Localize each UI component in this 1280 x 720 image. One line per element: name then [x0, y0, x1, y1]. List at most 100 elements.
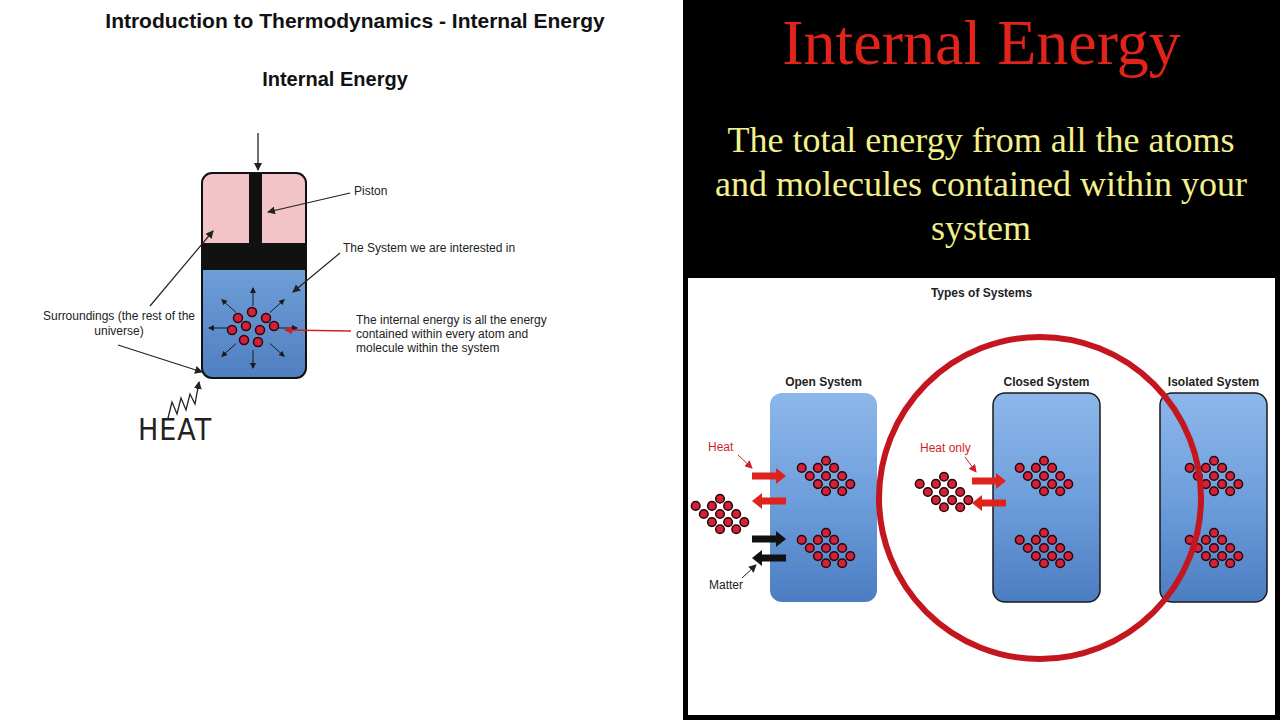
molecule — [822, 559, 831, 568]
molecule — [948, 496, 957, 505]
molecule — [1056, 487, 1065, 496]
molecule — [1032, 480, 1041, 489]
molecule — [1015, 536, 1024, 545]
molecule — [1064, 480, 1073, 489]
molecule — [1056, 559, 1065, 568]
molecule — [716, 494, 725, 503]
molecule — [1210, 559, 1219, 568]
flow-label: Heat only — [920, 441, 990, 455]
molecule — [228, 326, 237, 335]
molecule — [940, 472, 949, 481]
part-label: Surroundings (the rest of the universe) — [40, 309, 198, 339]
molecule — [1040, 456, 1049, 465]
molecule — [1064, 552, 1073, 561]
flow-arrow — [752, 493, 786, 509]
molecule — [1032, 552, 1041, 561]
molecule — [262, 314, 271, 323]
molecule — [1032, 464, 1041, 473]
molecule — [838, 559, 847, 568]
system-heading: Isolated System — [1150, 375, 1277, 389]
leader-lines — [118, 193, 351, 418]
molecule — [256, 326, 265, 335]
molecule — [915, 480, 924, 489]
molecule — [822, 528, 831, 537]
title-panel: Internal EnergyThe total energy from all… — [683, 0, 1280, 720]
flow-arrow — [752, 468, 786, 484]
panel-heading: Types of Systems — [688, 286, 1275, 300]
system-heading: Open System — [760, 375, 887, 389]
molecule — [830, 552, 839, 561]
molecule — [932, 480, 941, 489]
part-label: Piston — [354, 184, 434, 198]
molecules — [209, 288, 297, 368]
molecule — [691, 502, 700, 511]
molecule — [1056, 544, 1065, 553]
motion-arrow — [270, 344, 284, 357]
molecule — [806, 472, 815, 481]
system-art — [691, 455, 1242, 578]
flow-arrow — [972, 495, 1006, 511]
molecule — [1015, 464, 1024, 473]
highlight-circle — [879, 337, 1201, 659]
motion-arrow — [209, 328, 229, 329]
molecule — [797, 536, 806, 545]
molecule — [1040, 559, 1049, 568]
molecule — [822, 487, 831, 496]
motion-arrow — [222, 344, 236, 357]
molecule — [1226, 544, 1235, 553]
molecule — [964, 496, 973, 505]
flow-label: Heat — [708, 440, 748, 454]
molecule — [830, 464, 839, 473]
molecule — [1234, 480, 1243, 489]
white-panel — [0, 0, 683, 720]
callout-note: The internal energy is all the energy co… — [356, 313, 571, 355]
molecule — [248, 308, 257, 317]
motion-arrow — [277, 328, 297, 329]
molecule — [1210, 472, 1219, 481]
system-box: Isolated System — [1150, 371, 1277, 603]
molecule — [1202, 536, 1211, 545]
molecule — [732, 525, 741, 534]
molecule — [1048, 536, 1057, 545]
molecule — [1210, 487, 1219, 496]
molecule — [1226, 559, 1235, 568]
molecule — [716, 510, 725, 519]
molecule — [1226, 487, 1235, 496]
molecule — [700, 510, 709, 519]
leader-line — [965, 457, 976, 472]
molecule — [1048, 464, 1057, 473]
systems-panel — [688, 278, 1275, 715]
molecule — [1202, 464, 1211, 473]
molecule — [1218, 536, 1227, 545]
molecule — [806, 544, 815, 553]
flow-arrow — [752, 531, 786, 547]
molecule — [822, 472, 831, 481]
molecule — [814, 480, 823, 489]
heat-label: HEAT — [138, 412, 228, 446]
molecule — [740, 518, 749, 527]
molecule — [1048, 552, 1057, 561]
molecule — [1056, 472, 1065, 481]
cylinder — [202, 133, 306, 378]
molecule — [1024, 544, 1033, 553]
flow-arrow — [972, 473, 1006, 489]
molecule — [1040, 472, 1049, 481]
molecule — [940, 503, 949, 512]
flow-label: Matter — [709, 578, 769, 592]
molecule — [838, 487, 847, 496]
molecule — [708, 502, 717, 511]
motion-arrow — [222, 300, 236, 313]
molecule — [822, 544, 831, 553]
molecule — [956, 503, 965, 512]
flow-arrow — [752, 550, 786, 566]
molecule — [846, 480, 855, 489]
molecule — [1226, 472, 1235, 481]
molecule — [846, 552, 855, 561]
molecule — [716, 525, 725, 534]
molecule — [797, 464, 806, 473]
molecule — [1040, 487, 1049, 496]
molecule — [838, 472, 847, 481]
molecule — [1048, 480, 1057, 489]
headline: Internal Energy — [683, 6, 1280, 80]
